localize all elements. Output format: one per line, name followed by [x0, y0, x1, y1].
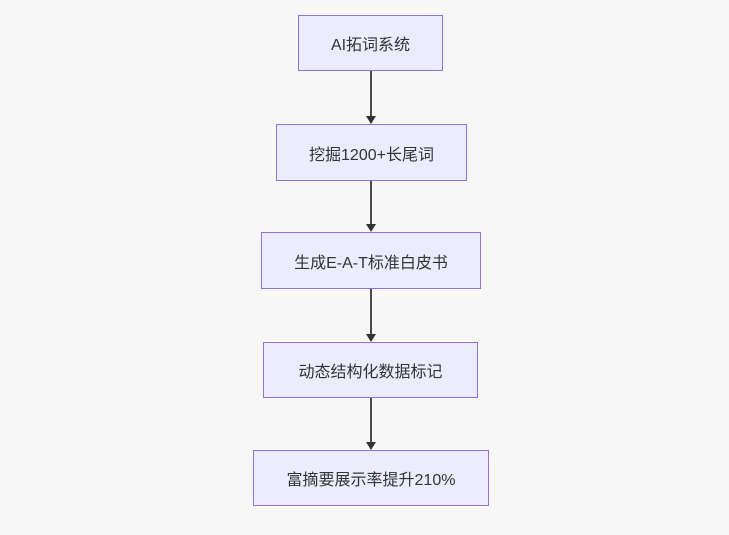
node-label: 生成E-A-T标准白皮书: [294, 254, 448, 272]
arrow-line: [370, 398, 372, 442]
flow-arrow-2: [365, 181, 377, 232]
node-label: 动态结构化数据标记: [298, 364, 443, 381]
arrow-head-icon: [366, 116, 376, 124]
flow-node-rich-snippet-result: 富摘要展示率提升210%: [253, 450, 489, 506]
arrow-line: [370, 71, 372, 116]
flow-arrow-1: [365, 71, 377, 124]
flow-node-ai-word-expansion: AI拓词系统: [298, 15, 443, 71]
arrow-line: [370, 289, 372, 334]
node-label: AI拓词系统: [330, 37, 411, 54]
flow-node-longtail-keywords: 挖掘1200+长尾词: [276, 124, 467, 181]
node-label: 富摘要展示率提升210%: [286, 472, 456, 489]
arrow-head-icon: [366, 224, 376, 232]
arrow-line: [370, 181, 372, 224]
flow-arrow-3: [365, 289, 377, 342]
arrow-head-icon: [366, 334, 376, 342]
node-label: 挖掘1200+长尾词: [309, 146, 434, 164]
flow-node-eat-whitepaper: 生成E-A-T标准白皮书: [261, 232, 481, 289]
flow-arrow-4: [365, 398, 377, 450]
arrow-head-icon: [366, 442, 376, 450]
flow-node-structured-data: 动态结构化数据标记: [263, 342, 478, 398]
